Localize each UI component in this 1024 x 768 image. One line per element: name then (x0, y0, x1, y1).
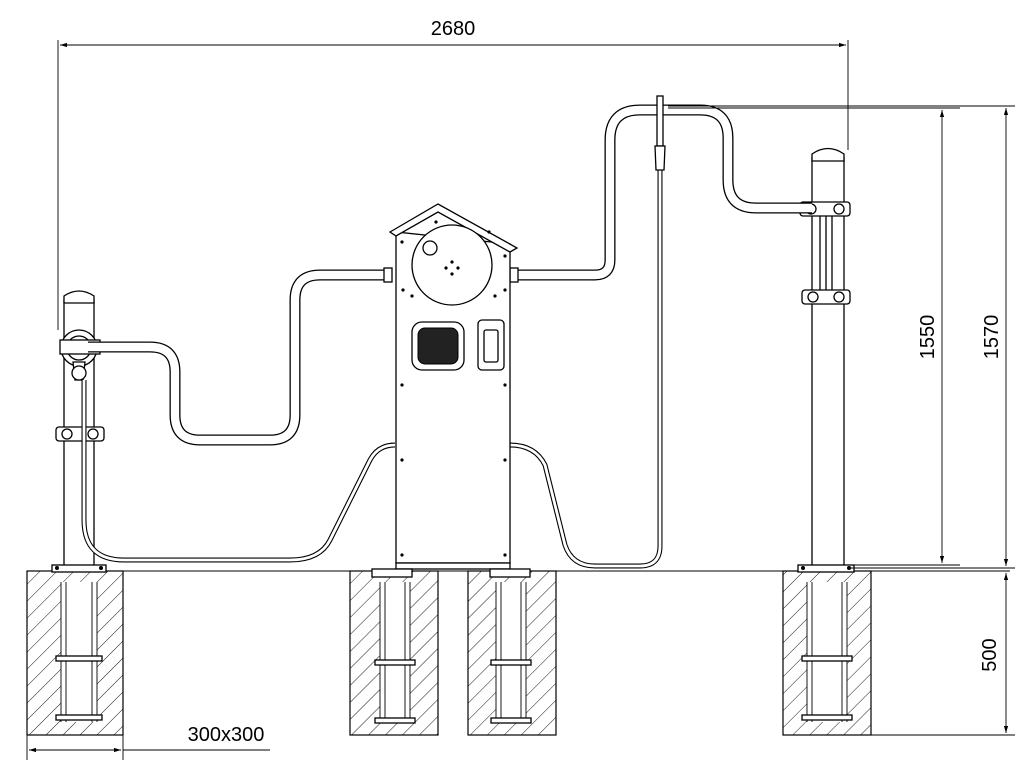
dim-overall-width: 2680 (431, 18, 476, 40)
left-post (51, 290, 107, 573)
foundation-center-left (349, 570, 439, 736)
pipes (88, 104, 812, 446)
dimension-lines: 2680 1550 1570 500 300x300 (26, 18, 1015, 760)
cabinet-rivets (400, 220, 507, 557)
right-post (797, 147, 855, 573)
dim-foundation-size: 300x300 (188, 724, 265, 746)
foundation-right (782, 570, 872, 736)
dim-height-inner: 1550 (917, 315, 939, 360)
foundations (26, 570, 872, 736)
hoses (81, 95, 666, 569)
foundation-center-right (467, 570, 557, 736)
dim-height-outer: 1570 (981, 315, 1003, 360)
foundation-left (26, 570, 124, 736)
dim-foundation-depth: 500 (979, 638, 1001, 671)
cabinet (371, 203, 531, 578)
